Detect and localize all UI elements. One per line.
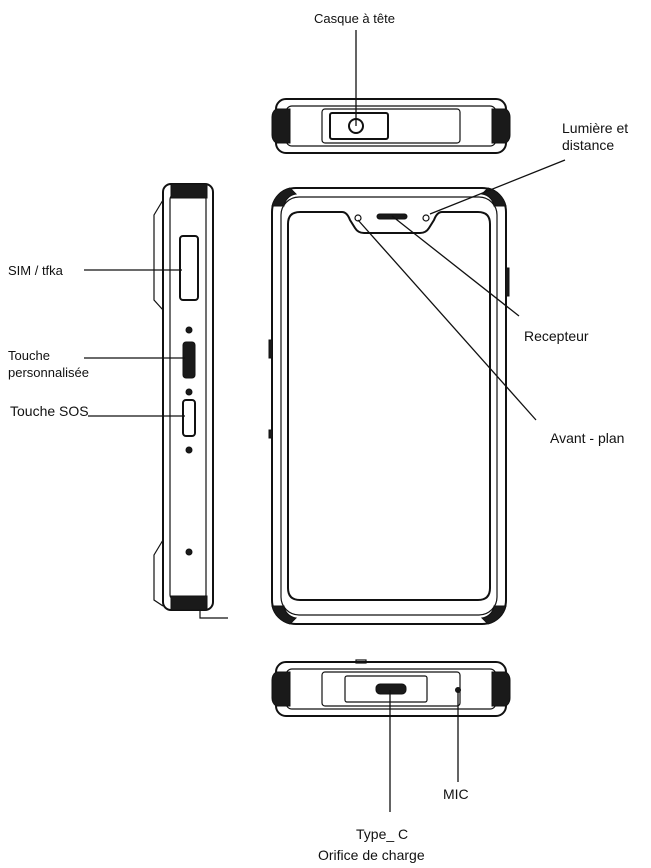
- sos-key-label: Touche SOS: [10, 403, 89, 419]
- sim-tray: [179, 235, 199, 301]
- light-sensor: [422, 214, 430, 222]
- mic-label: MIC: [443, 786, 469, 802]
- front-camera: [354, 214, 362, 222]
- receiver-label: Recepteur: [524, 328, 589, 344]
- custom-key-button: [182, 341, 196, 379]
- top-view: [271, 98, 511, 154]
- headphone-label: Casque à tête: [314, 11, 395, 26]
- custom-key-line-1: Touche: [8, 348, 50, 363]
- leader-lines: [84, 30, 566, 812]
- bottom-view: [271, 659, 511, 717]
- front-view: [268, 187, 510, 625]
- side-view: [153, 183, 228, 619]
- light-distance-line-2: distance: [562, 137, 615, 153]
- type-c-label: Type_ C: [356, 826, 409, 842]
- sim-label: SIM / tfka: [8, 263, 63, 278]
- light-distance-line-1: Lumière et: [562, 120, 629, 136]
- custom-key-line-2: personnalisée: [8, 365, 89, 380]
- light-distance-label: Lumière et distance: [562, 120, 628, 154]
- custom-key-label: Touche personnalisée: [8, 347, 89, 381]
- sos-key-button: [182, 399, 196, 437]
- front-label: Avant - plan: [550, 430, 625, 446]
- type-c-port: [375, 683, 407, 695]
- charge-port-label: Orifice de charge: [318, 847, 425, 863]
